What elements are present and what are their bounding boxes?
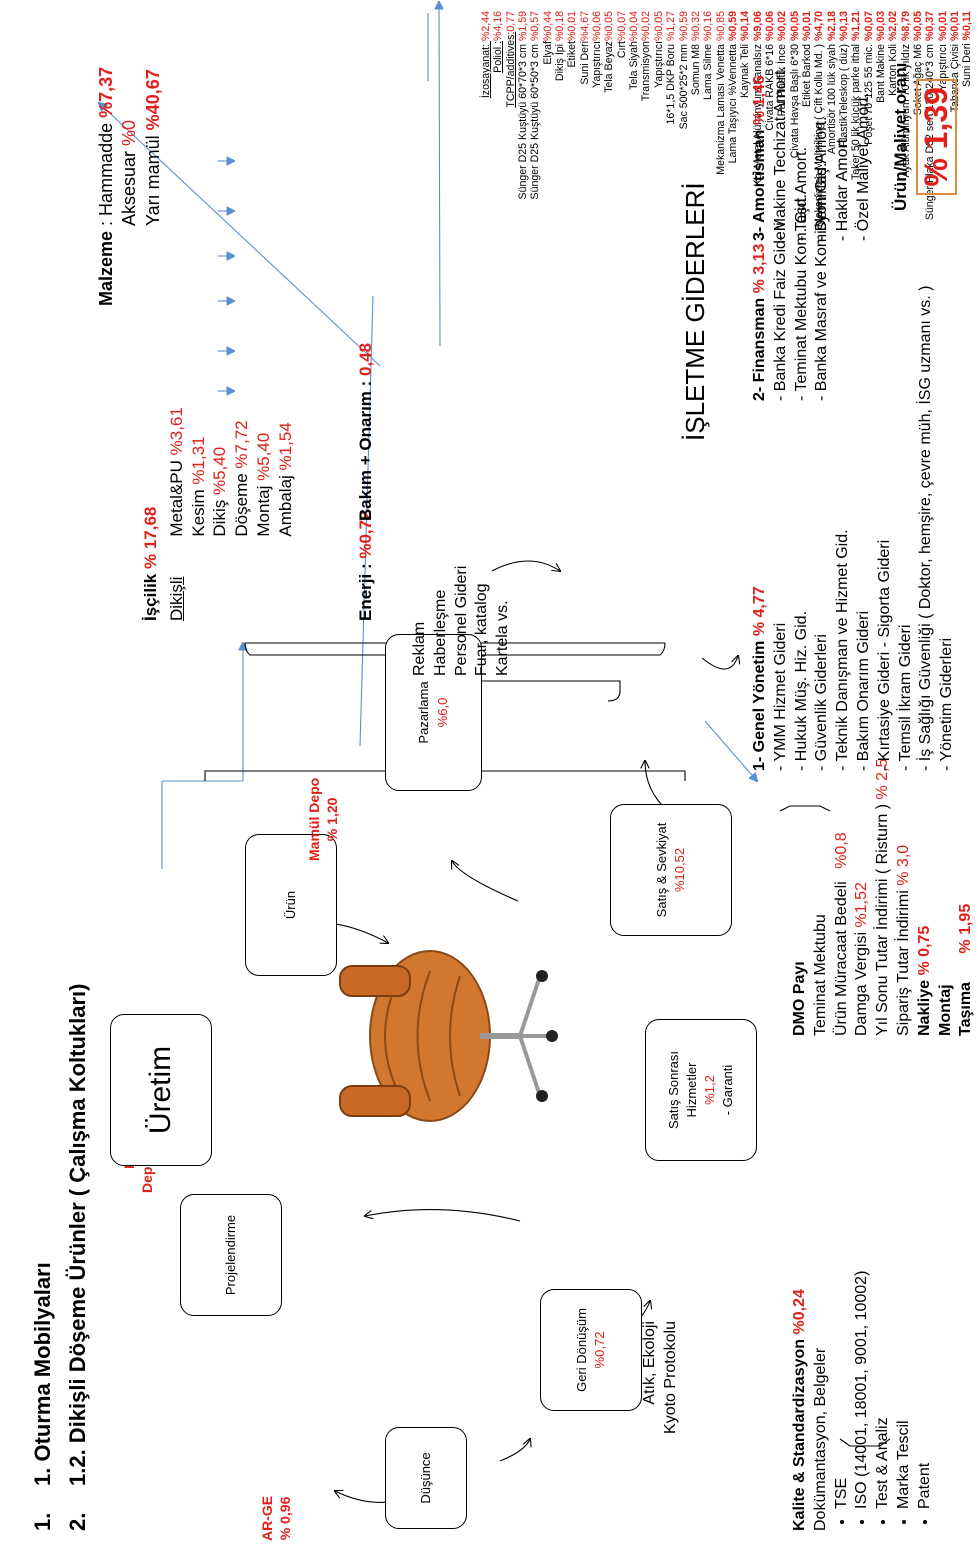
title-line-1: 1.1. Oturma Mobilyaları — [30, 1262, 55, 1531]
satis-sevkiyat-box: Satış & Sevkiyat%10,52 — [610, 804, 732, 936]
material-item: Suni Deri%4,67 — [578, 11, 591, 85]
enerji-label: Enerji : %0,72 — [356, 510, 375, 621]
kalite-section: Kalite & Standardizasyon %0,24 Dokümanta… — [790, 1271, 936, 1531]
mamul-depo-label: Mamül Depo% 1,20 — [306, 777, 340, 861]
material-item: Yapıştırıcı%0,05 — [652, 11, 665, 88]
title-line-2: 2.1.2. Dikişli Döşeme Ürünler ( Çalışma … — [65, 983, 90, 1532]
material-item: Cırt%0,07 — [615, 11, 628, 59]
isletme-heading: İŞLETME GİDERLERİ — [680, 182, 710, 441]
projelendirme-box: Projelendirme — [180, 1194, 282, 1316]
iscilik-section: İşçilik % 17,68 Dikişli Metal&PU %3,61 K… — [141, 407, 295, 621]
material-item: Sünger D25 Kuştüyü 60*50*3 cm %0,57 — [529, 11, 542, 200]
material-item: Transmisyon%0,02 — [640, 11, 653, 102]
amortisman-section: 3- Amortisman % 1,46 - Makine Techizat A… — [751, 66, 872, 241]
uretim-box: Üretim — [110, 1014, 212, 1166]
oran-value: % 1,39 — [915, 79, 957, 195]
material-item: Etiket%0,01 — [566, 11, 579, 68]
material-item: TCPP/additives:0,77 — [504, 11, 517, 108]
material-item: Suni Deri %0,11 — [961, 11, 974, 87]
pazarlama-list: Reklam Haberleşme Personel Gideri Fuar, … — [411, 565, 512, 676]
malzeme-section: Malzeme : Hammadde %7,37 Aksesuar %0 Yar… — [96, 66, 163, 306]
dusunce-box: Düşünce — [385, 1427, 467, 1529]
dmo-section: DMO Payı Teminat Mektubu Ürün Müracaat B… — [791, 758, 975, 1036]
material-item: Dikiş İpi %0,18 — [554, 11, 567, 82]
title-block: 1.1. Oturma Mobilyaları 2.1.2. Dikişli D… — [25, 984, 95, 1532]
material-item: Sünger D25 Kuştüyü 60*70*3 cm %1,59 — [517, 11, 530, 200]
oran-block: Ürün/Maliyet oranı % 1,39 — [890, 63, 957, 211]
material-item: İzosayanat: %2,44 — [480, 11, 492, 99]
material-item: 16*1,5 DKP Boru %1,27 — [665, 11, 678, 125]
office-chair-image — [339, 950, 558, 1122]
material-item: Tela Beyaz%0,05 — [603, 11, 616, 93]
material-item: Lama Taşıyıcı %Vennetta %0,59 — [726, 11, 739, 164]
geri-donusum-box: Geri Dönüşüm%0,72 — [540, 1289, 642, 1411]
bakim-label: Bakım + Onarım : 0,48 — [356, 342, 375, 521]
material-item: Mekanizma Laması Venetta %0,85 — [714, 11, 727, 175]
material-item: Poliol :%4,16 — [492, 11, 505, 73]
material-item: Elyaf%0,44 — [541, 11, 554, 65]
arge-label: AR-GE% 0,96 — [259, 1495, 293, 1541]
material-item: Tela Siyah%0,04 — [628, 11, 641, 90]
material-item: Yapıştırıcı%0,06 — [591, 11, 604, 88]
